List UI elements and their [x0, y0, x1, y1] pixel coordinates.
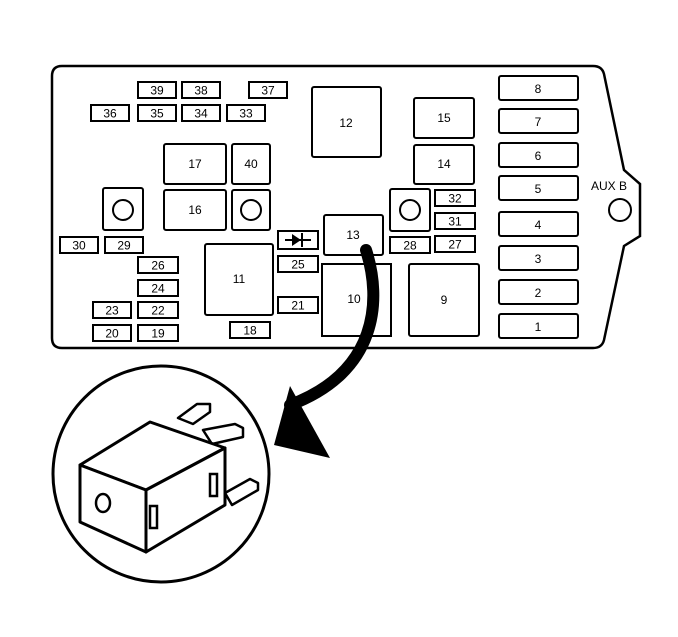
relay-13: 13 [323, 214, 384, 256]
relay-front-hole-icon [94, 492, 112, 514]
fuse-27: 27 [434, 235, 476, 253]
fuse-25-label: 25 [291, 258, 305, 272]
relay-40: 40 [231, 143, 271, 185]
fuse-39-label: 39 [150, 84, 164, 98]
fuse-28: 28 [389, 236, 431, 254]
fuse-18-label: 18 [243, 324, 257, 338]
fuse-5: 5 [498, 175, 579, 201]
fuse-34-label: 34 [194, 107, 208, 121]
fuse-20: 20 [92, 324, 132, 342]
relay-11: 11 [204, 243, 274, 316]
fuse-20-label: 20 [105, 327, 119, 341]
fuse-23: 23 [92, 301, 132, 319]
fuse-31: 31 [434, 212, 476, 230]
fuse-26-label: 26 [151, 259, 165, 273]
relay-16: 16 [163, 189, 227, 231]
relay-17: 17 [163, 143, 227, 185]
aux-b-terminal-icon [608, 198, 632, 222]
fuse-4: 4 [498, 211, 579, 237]
relay-9-label: 9 [441, 293, 448, 307]
fuse-5-label: 5 [535, 182, 542, 196]
fuse-35: 35 [137, 104, 177, 122]
fuse-1: 1 [498, 313, 579, 339]
fuse-37-label: 37 [261, 84, 275, 98]
fuse-3-label: 3 [535, 252, 542, 266]
fuse-7: 7 [498, 108, 579, 134]
fuse-1-label: 1 [535, 320, 542, 334]
fuse-38-label: 38 [194, 84, 208, 98]
fuse-38: 38 [181, 81, 221, 99]
fuse-29-label: 29 [117, 239, 131, 253]
fuse-32: 32 [434, 189, 476, 207]
fuse-25: 25 [277, 255, 319, 273]
fuse-18: 18 [229, 321, 271, 339]
fuse-22: 22 [137, 301, 179, 319]
mounting-boss-right [389, 188, 431, 232]
fuse-19: 19 [137, 324, 179, 342]
relay-detail-illustration [78, 402, 260, 554]
fuse-33: 33 [226, 104, 266, 122]
fuse-28-label: 28 [403, 239, 417, 253]
fuse-31-label: 31 [448, 215, 462, 229]
mounting-boss-center [231, 189, 271, 231]
relay-14: 14 [413, 144, 475, 185]
relay-13-label: 13 [346, 228, 360, 242]
relay-10-label: 10 [347, 292, 361, 306]
fuse-35-label: 35 [150, 107, 164, 121]
fuse-36: 36 [90, 104, 130, 122]
fuse-panel-outline [50, 64, 642, 350]
fuse-24-label: 24 [151, 282, 165, 296]
relay-15: 15 [413, 97, 475, 139]
fuse-23-label: 23 [105, 304, 119, 318]
fuse-22-label: 22 [151, 304, 165, 318]
relay-14-label: 14 [437, 157, 451, 171]
fuse-37: 37 [248, 81, 288, 99]
fuse-32-label: 32 [448, 192, 462, 206]
fuse-24: 24 [137, 279, 179, 297]
fuse-33-label: 33 [239, 107, 253, 121]
fuse-26: 26 [137, 256, 179, 274]
fuse-7-label: 7 [535, 115, 542, 129]
fuse-39: 39 [137, 81, 177, 99]
fuse-3: 3 [498, 245, 579, 271]
fuse-29: 29 [104, 236, 144, 254]
fuse-19-label: 19 [151, 327, 165, 341]
relay-15-label: 15 [437, 111, 451, 125]
fuse-34: 34 [181, 104, 221, 122]
fuse-2: 2 [498, 279, 579, 305]
fuse-8-label: 8 [535, 82, 542, 96]
fuse-30: 30 [59, 236, 99, 254]
fuse-27-label: 27 [448, 238, 462, 252]
fuse-21: 21 [277, 296, 319, 314]
fuse-6-label: 6 [535, 149, 542, 163]
fuse-2-label: 2 [535, 286, 542, 300]
relay-16-label: 16 [188, 203, 202, 217]
relay-12: 12 [311, 86, 382, 158]
fuse-4-label: 4 [535, 218, 542, 232]
relay-12-label: 12 [339, 116, 353, 130]
relay-17-label: 17 [188, 157, 202, 171]
callout-arrow [274, 244, 380, 458]
fuse-8: 8 [498, 75, 579, 101]
relay-11-label: 11 [233, 272, 246, 286]
relay-40-label: 40 [244, 157, 258, 171]
aux-b-label: AUX B [591, 179, 627, 193]
mounting-boss-left [102, 187, 144, 231]
fuse-36-label: 36 [103, 107, 117, 121]
fuse-21-label: 21 [291, 299, 305, 313]
relay-9: 9 [408, 263, 480, 337]
relay-10: 10 [321, 263, 392, 337]
fuse-6: 6 [498, 142, 579, 168]
diode-icon [277, 230, 319, 250]
fuse-30-label: 30 [72, 239, 86, 253]
